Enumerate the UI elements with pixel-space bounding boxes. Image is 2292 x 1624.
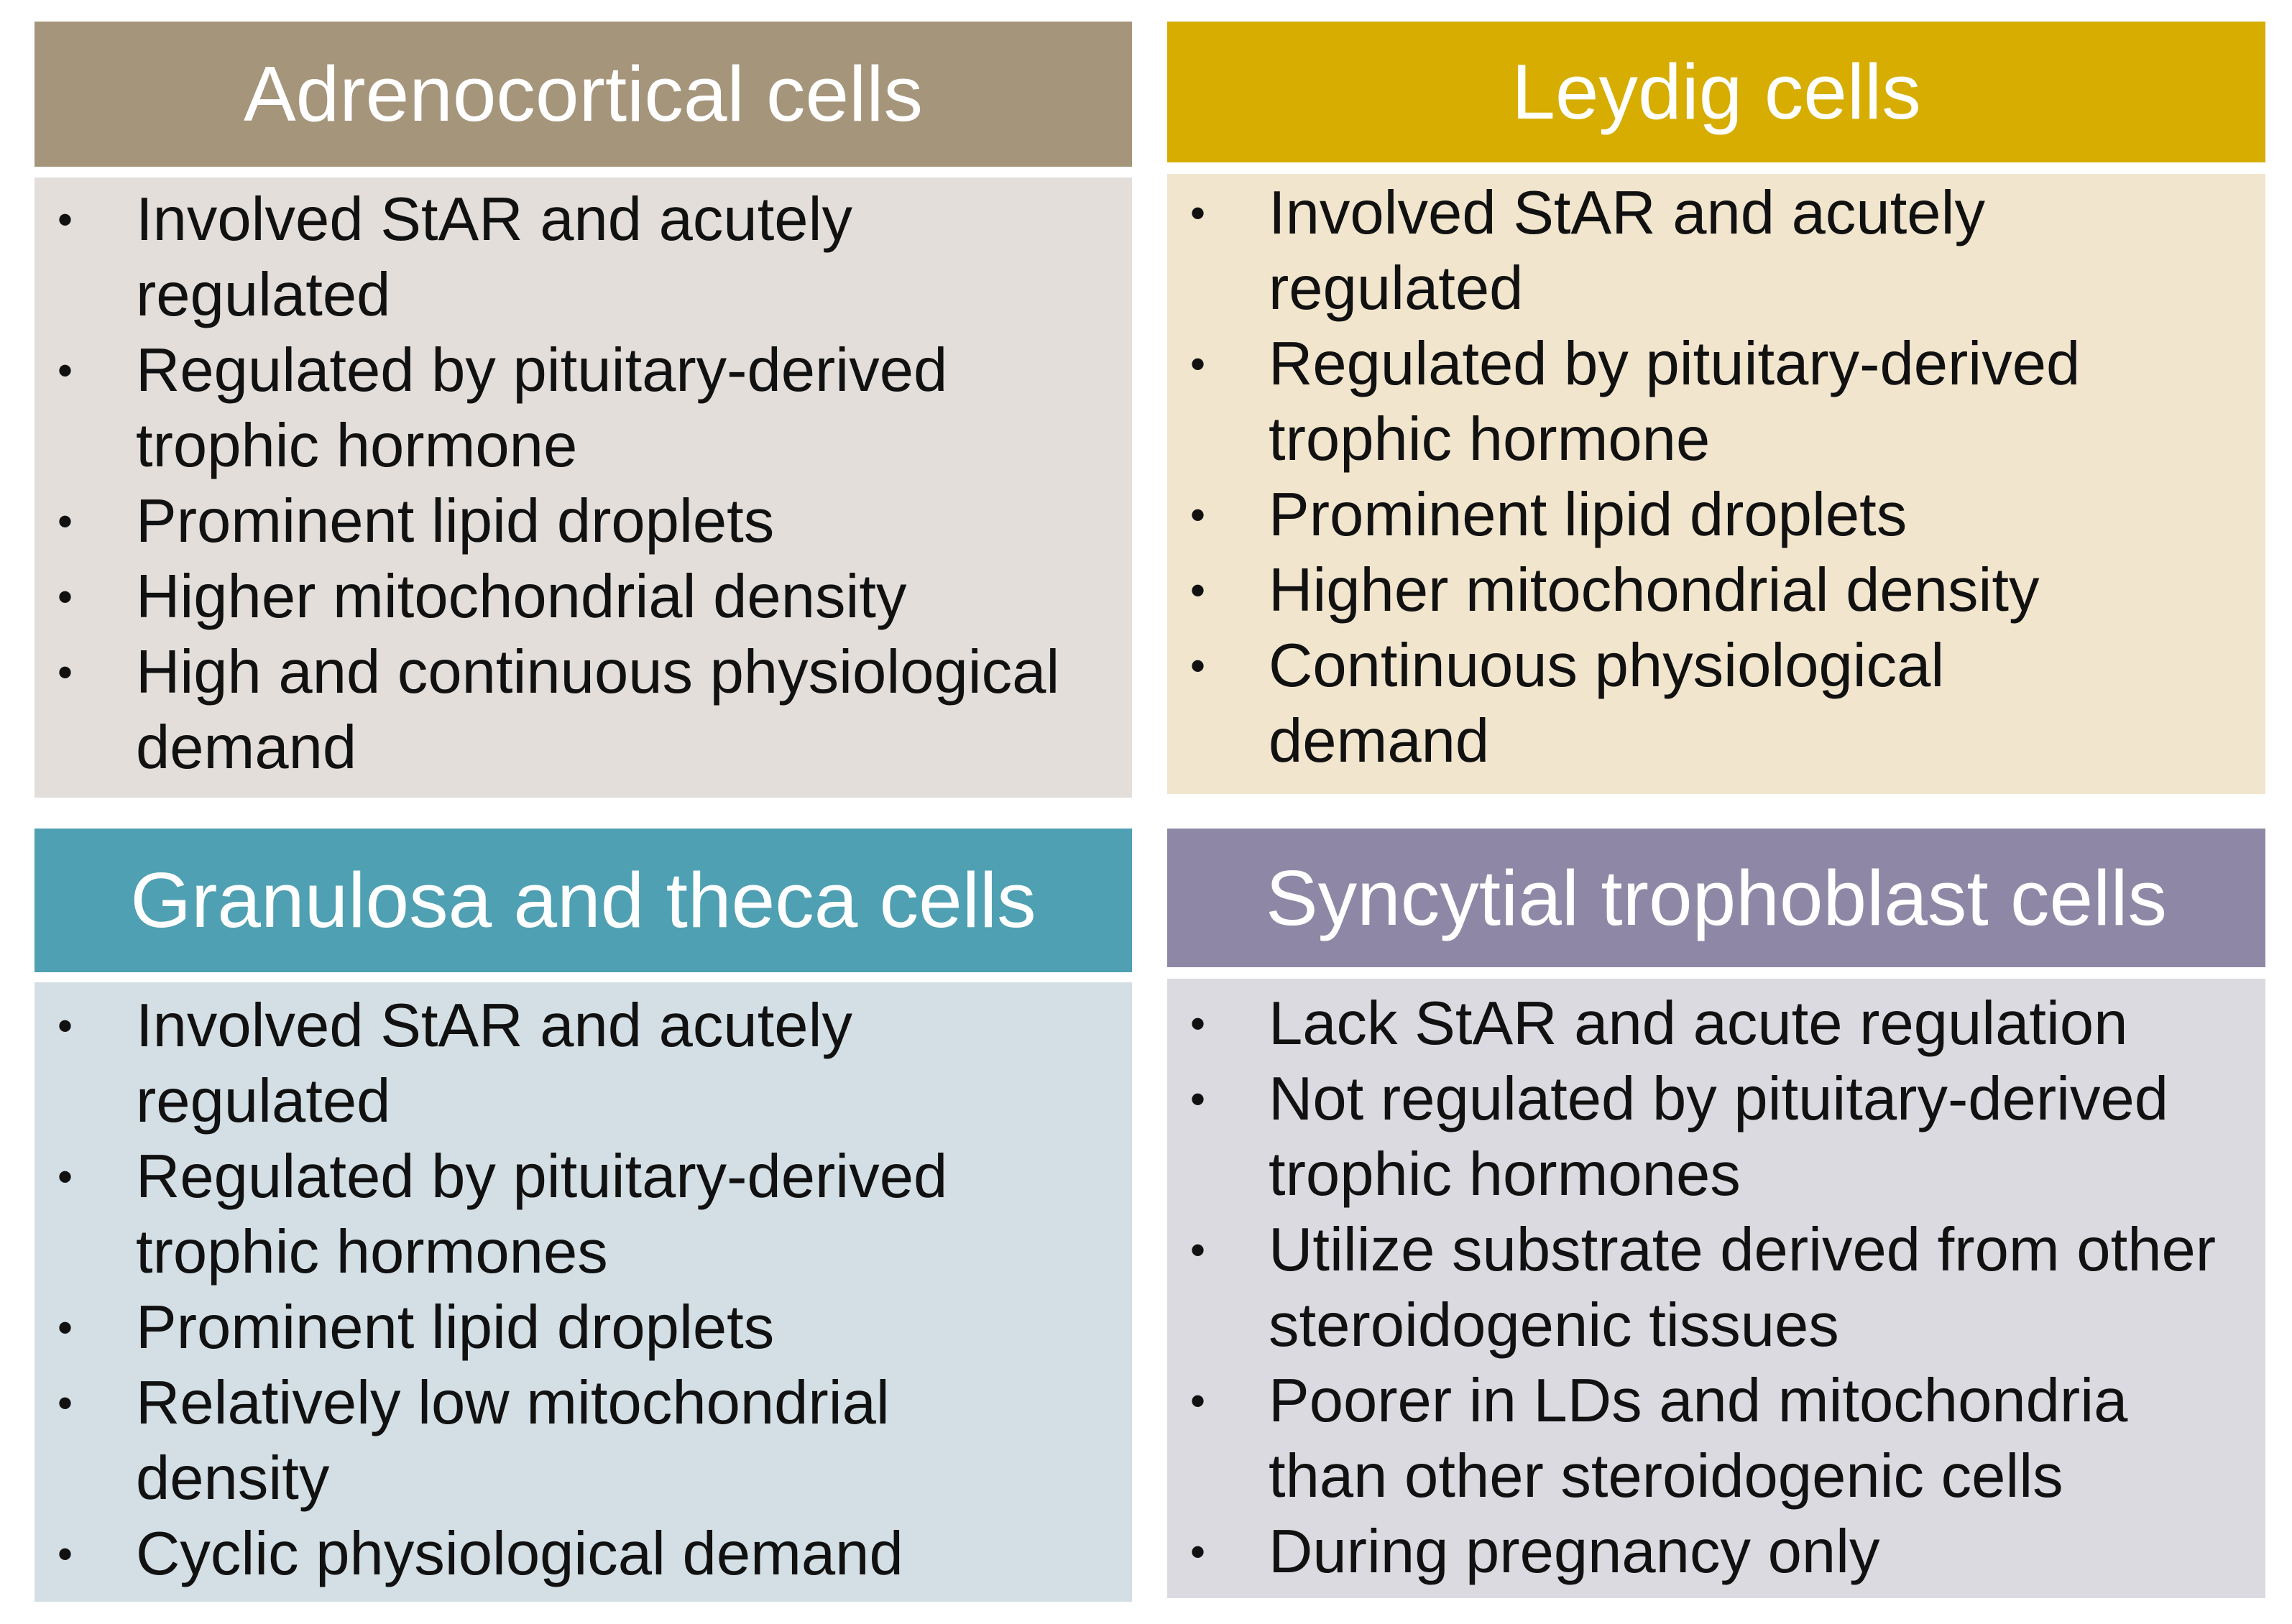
bullet-dot-icon: • [1190, 1075, 1206, 1123]
bullet-dot-icon: • [57, 1153, 73, 1201]
list-item: • High and continuous physiological dema… [34, 635, 1142, 785]
bullet-dot-icon: • [57, 648, 73, 696]
list-item-text: Prominent lipid droplets [136, 487, 775, 555]
bullet-dot-icon: • [1190, 1000, 1206, 1048]
list-item: • Lack StAR and acute regulation [1167, 986, 2265, 1061]
list-item: • Higher mitochondrial density [34, 559, 1132, 635]
list-item-text: Poorer in LDs and mitochondria than othe… [1269, 1367, 2128, 1510]
list-item-text: Prominent lipid droplets [1269, 481, 1907, 549]
list-item: • During pregnancy only [1167, 1514, 2265, 1590]
bullet-dot-icon: • [1190, 566, 1206, 614]
panel-body: • Involved StAR and acutely regulated • … [1167, 174, 2265, 794]
list-item-text: Prominent lipid droplets [136, 1293, 775, 1362]
bullet-list: • Involved StAR and acutely regulated • … [34, 988, 1132, 1592]
list-item-text: Regulated by pituitary-derived trophic h… [136, 1143, 948, 1286]
list-item-text: Involved StAR and acutely regulated [136, 185, 852, 329]
list-item-text: Lack StAR and acute regulation [1269, 989, 2128, 1058]
bullet-dot-icon: • [1190, 491, 1206, 539]
bullet-dot-icon: • [57, 346, 73, 395]
bullet-dot-icon: • [57, 1002, 73, 1050]
bullet-dot-icon: • [1190, 340, 1206, 388]
bullet-list: • Lack StAR and acute regulation • Not r… [1167, 986, 2265, 1590]
panel-body: • Involved StAR and acutely regulated • … [34, 177, 1132, 798]
bullet-dot-icon: • [1190, 1226, 1206, 1274]
list-item: • Prominent lipid droplets [34, 1290, 1132, 1365]
panel-body: • Lack StAR and acute regulation • Not r… [1167, 979, 2265, 1598]
list-item-text: Utilize substrate derived from other ste… [1269, 1216, 2217, 1360]
list-item-text: Regulated by pituitary-derived trophic h… [1269, 330, 2081, 474]
list-item: • Regulated by pituitary-derived trophic… [34, 1139, 1020, 1290]
bullet-dot-icon: • [57, 497, 73, 545]
bullet-dot-icon: • [57, 1379, 73, 1427]
list-item: • Involved StAR and acutely regulated [34, 182, 855, 333]
list-item: • Regulated by pituitary-derived trophic… [1167, 326, 2153, 477]
list-item: • Prominent lipid droplets [1167, 477, 2265, 553]
list-item: • Involved StAR and acutely regulated [34, 988, 855, 1139]
bullet-list: • Involved StAR and acutely regulated • … [1167, 175, 2265, 779]
bullet-dot-icon: • [1190, 1377, 1206, 1425]
bullet-dot-icon: • [57, 1530, 73, 1578]
bullet-list: • Involved StAR and acutely regulated • … [34, 182, 1132, 785]
list-item: • Prominent lipid droplets [34, 484, 1132, 559]
list-item-text: Higher mitochondrial density [136, 563, 907, 631]
list-item: • Not regulated by pituitary-derived tro… [1167, 1061, 2232, 1212]
bullet-dot-icon: • [57, 1304, 73, 1352]
list-item-text: High and continuous physiological demand [136, 638, 1060, 782]
list-item: • Regulated by pituitary-derived trophic… [34, 333, 1020, 484]
list-item-text: Regulated by pituitary-derived trophic h… [136, 336, 948, 480]
list-item: • Continuous physiological demand [1167, 628, 2081, 779]
bullet-dot-icon: • [57, 195, 73, 244]
list-item-text: Cyclic physiological demand [136, 1520, 903, 1588]
panel-title: Granulosa and theca cells [34, 829, 1132, 972]
panel-title: Adrenocortical cells [34, 22, 1132, 167]
list-item: • Cyclic physiological demand [34, 1516, 1132, 1592]
bullet-dot-icon: • [1190, 1528, 1206, 1576]
bullet-dot-icon: • [57, 573, 73, 621]
list-item: • Relatively low mitochondrial density [34, 1365, 984, 1516]
list-item: • Higher mitochondrial density [1167, 553, 2265, 628]
bullet-dot-icon: • [1190, 642, 1206, 690]
list-item-text: Involved StAR and acutely regulated [136, 992, 852, 1135]
panel-body: • Involved StAR and acutely regulated • … [34, 982, 1132, 1602]
list-item-text: Higher mitochondrial density [1269, 556, 2040, 624]
list-item-text: Continuous physiological demand [1269, 632, 1945, 775]
list-item-text: Relatively low mitochondrial density [136, 1369, 890, 1513]
panel-title: Syncytial trophoblast cells [1167, 829, 2265, 967]
list-item-text: Not regulated by pituitary-derived troph… [1269, 1065, 2169, 1209]
panel-title: Leydig cells [1167, 22, 2265, 162]
list-item: • Poorer in LDs and mitochondria than ot… [1167, 1363, 2217, 1514]
list-item: • Involved StAR and acutely regulated [1167, 175, 1987, 326]
bullet-dot-icon: • [1190, 189, 1206, 237]
list-item-text: During pregnancy only [1269, 1518, 1880, 1586]
list-item-text: Involved StAR and acutely regulated [1269, 179, 1985, 323]
list-item: • Utilize substrate derived from other s… [1167, 1212, 2268, 1363]
